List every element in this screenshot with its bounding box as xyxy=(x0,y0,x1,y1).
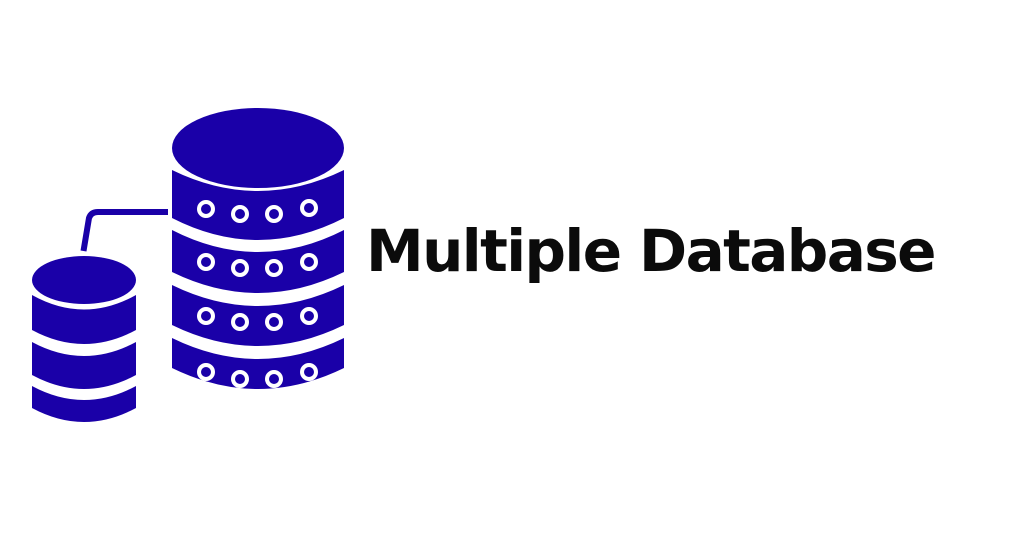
indicator-dots xyxy=(197,199,318,388)
connector-line-icon xyxy=(80,209,168,252)
headline-text: Multiple Database xyxy=(366,217,936,285)
database-small-icon xyxy=(32,256,136,422)
database-large-icon xyxy=(172,108,344,389)
